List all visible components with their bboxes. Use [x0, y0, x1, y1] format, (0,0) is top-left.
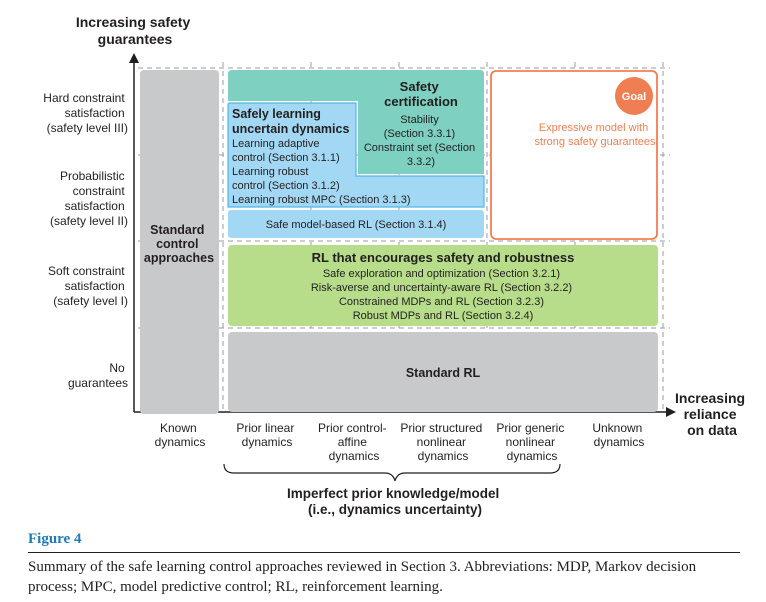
- x-cat-prior-linear: Prior linear dynamics: [236, 421, 297, 449]
- rl-safety-items: Safe exploration and optimization (Secti…: [311, 268, 575, 322]
- goal-description: Expressive model with strong safety guar…: [534, 122, 656, 148]
- safe-model-based-label: Safe model-based RL (Section 3.1.4): [266, 219, 447, 231]
- x-cat-prior-structured: Prior structured nonlinear dynamics: [400, 421, 485, 463]
- x-cat-unknown: Unknown dynamics: [592, 421, 645, 449]
- rl-safety-box: [228, 245, 658, 326]
- brace: [223, 463, 561, 482]
- safety-certification-items: Stability (Section 3.3.1) Constraint set…: [364, 114, 478, 168]
- caption-divider: [28, 552, 740, 553]
- figure-caption: Summary of the safe learning control app…: [28, 559, 697, 595]
- standard-control-box: [140, 70, 219, 414]
- standard-control-label: Standard control approaches: [144, 223, 214, 265]
- safety-certification-box: [228, 70, 484, 174]
- rl-safety-title: RL that encourages safety and robustness: [312, 250, 575, 265]
- x-cat-prior-control-affine: Prior control- affine dynamics: [318, 421, 390, 463]
- safety-certification-title: Safety certification: [384, 79, 458, 109]
- safe-model-based-box: [228, 210, 484, 238]
- brace-label: Imperfect prior knowledge/model (i.e., d…: [287, 486, 503, 517]
- safe-learning-title: Safely learning uncertain dynamics: [232, 107, 349, 136]
- goal-box: [490, 70, 658, 240]
- y-level-hard: Hard constraint satisfaction (safety lev…: [43, 91, 128, 135]
- safety-diagram: Increasing safety guarantees Hard constr…: [43, 14, 749, 517]
- figure-label: Figure 4: [28, 531, 82, 547]
- goal-badge: [615, 77, 653, 115]
- goal-badge-label: Goal: [622, 91, 646, 103]
- x-cat-prior-generic: Prior generic nonlinear dynamics: [496, 421, 567, 463]
- y-level-soft: Soft constraint satisfaction (safety lev…: [48, 264, 128, 308]
- safe-learning-box: [227, 102, 485, 208]
- x-axis-title: Increasing reliance on data: [675, 390, 749, 438]
- y-level-probabilistic: Probabilistic constraint satisfaction (s…: [50, 169, 128, 228]
- x-cat-known: Known dynamics: [155, 421, 206, 449]
- y-axis-title: Increasing safety guarantees: [76, 14, 194, 47]
- y-level-none: No guarantees: [68, 361, 128, 390]
- standard-rl-label: Standard RL: [406, 366, 481, 380]
- safe-learning-items: Learning adaptive control (Section 3.1.1…: [232, 138, 411, 206]
- standard-rl-box: [228, 332, 658, 412]
